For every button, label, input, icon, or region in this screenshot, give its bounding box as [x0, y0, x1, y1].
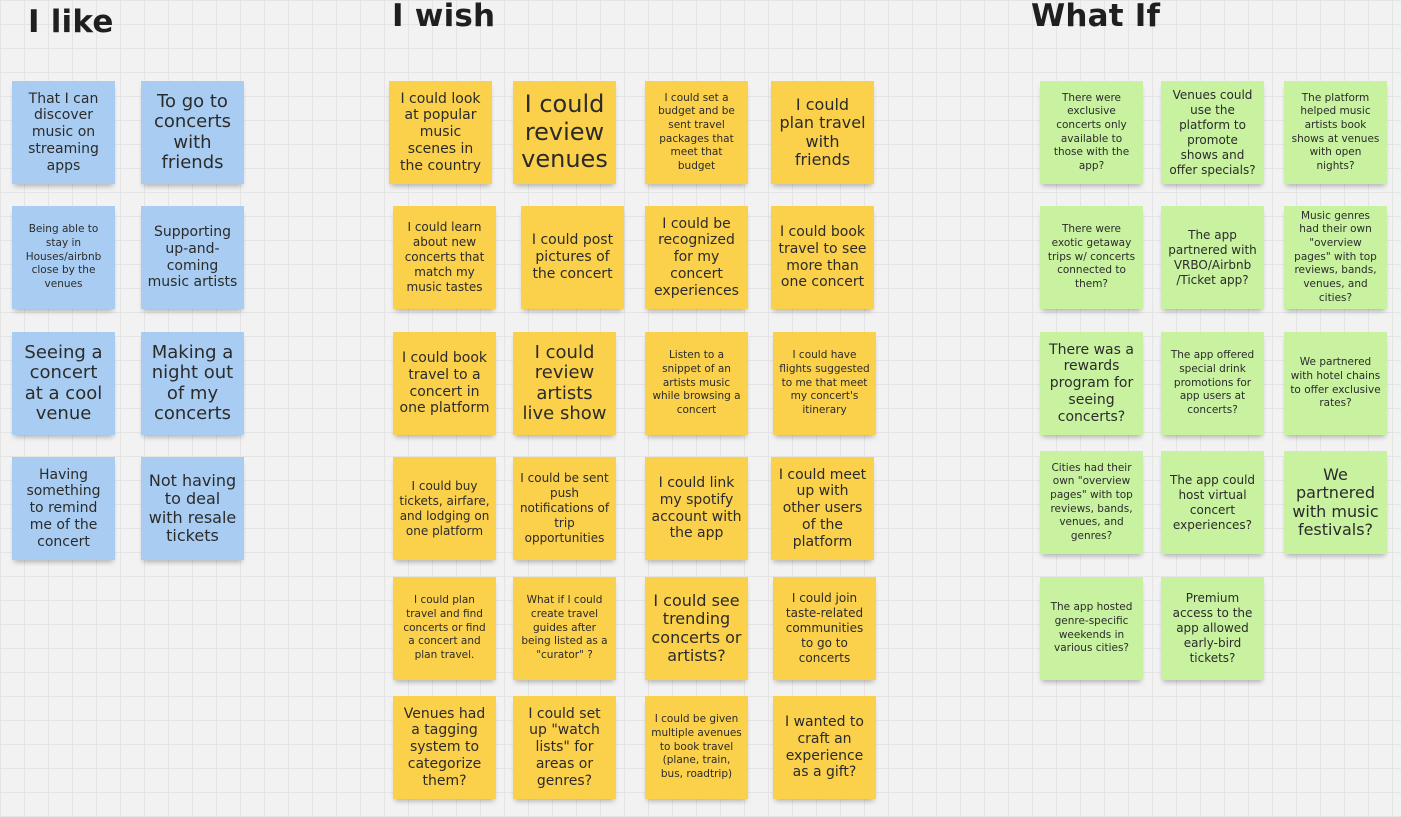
- sticky-note-whatif-3[interactable]: The platform helped music artists book s…: [1284, 81, 1387, 184]
- sticky-note-text: Being able to stay in Houses/airbnb clos…: [25, 223, 102, 290]
- sticky-note-wish-4[interactable]: I could plan travel with friends: [771, 81, 874, 184]
- sticky-note-text: The app offered special drink promotions…: [1170, 349, 1255, 416]
- sticky-note-text: I could look at popular music scenes in …: [400, 90, 481, 174]
- sticky-note-text: Venues could use the platform to promote…: [1169, 87, 1256, 177]
- sticky-note-text: There were exotic getaway trips w/ conce…: [1047, 223, 1136, 290]
- sticky-note-text: I could see trending concerts or artists…: [651, 590, 742, 665]
- sticky-note-wish-3[interactable]: I could set a budget and be sent travel …: [645, 81, 748, 184]
- sticky-note-text: I could have flights suggested to me tha…: [779, 349, 870, 416]
- sticky-note-text: I could review venues: [521, 90, 608, 174]
- sticky-note-text: The app partnered with VRBO/Airbnb /Tick…: [1168, 227, 1257, 287]
- section-title-what-if: What If: [1031, 0, 1161, 34]
- sticky-note-whatif-13[interactable]: The app hosted genre-specific weekends i…: [1040, 577, 1143, 680]
- sticky-note-whatif-1[interactable]: There were exclusive concerts only avail…: [1040, 81, 1143, 184]
- sticky-note-text: I could link my spotify account with the…: [651, 474, 742, 542]
- sticky-note-text: I could join taste-related communities t…: [785, 591, 864, 665]
- sticky-note-text: Seeing a concert at a cool venue: [24, 342, 103, 424]
- sticky-note-wish-7[interactable]: I could be recognized for my concert exp…: [645, 206, 748, 309]
- sticky-note-wish-12[interactable]: I could have flights suggested to me tha…: [773, 332, 876, 435]
- sticky-note-whatif-7[interactable]: There was a rewards program for seeing c…: [1040, 332, 1143, 435]
- sticky-note-text: Music genres had their own "overview pag…: [1294, 209, 1377, 304]
- sticky-note-text: We partnered with music festivals?: [1292, 464, 1379, 539]
- sticky-note-like-6[interactable]: Making a night out of my concerts: [141, 332, 244, 435]
- sticky-note-text: I could post pictures of the concert: [531, 232, 614, 282]
- sticky-note-wish-8[interactable]: I could book travel to see more than one…: [771, 206, 874, 309]
- sticky-note-wish-18[interactable]: What if I could create travel guides aft…: [513, 577, 616, 680]
- sticky-note-text: Supporting up-and-coming music artists: [147, 223, 238, 291]
- sticky-note-text: I could book travel to a concert in one …: [399, 349, 490, 417]
- sticky-note-text: Venues had a tagging system to categoriz…: [403, 705, 486, 789]
- sticky-note-whatif-11[interactable]: The app could host virtual concert exper…: [1161, 451, 1264, 554]
- sticky-note-whatif-9[interactable]: We partnered with hotel chains to offer …: [1284, 332, 1387, 435]
- sticky-note-like-2[interactable]: To go to concerts with friends: [141, 81, 244, 184]
- section-title-i-like: I like: [28, 4, 114, 40]
- sticky-note-wish-13[interactable]: I could buy tickets, airfare, and lodgin…: [393, 457, 496, 560]
- sticky-note-wish-14[interactable]: I could be sent push notifications of tr…: [513, 457, 616, 560]
- sticky-note-whatif-12[interactable]: We partnered with music festivals?: [1284, 451, 1387, 554]
- sticky-note-text: I could meet up with other users of the …: [778, 466, 867, 550]
- sticky-note-whatif-4[interactable]: There were exotic getaway trips w/ conce…: [1040, 206, 1143, 309]
- section-title-i-wish: I wish: [392, 0, 496, 34]
- sticky-note-text: There were exclusive concerts only avail…: [1053, 91, 1130, 172]
- sticky-note-wish-5[interactable]: I could learn about new concerts that ma…: [393, 206, 496, 309]
- sticky-note-text: Not having to deal with resale tickets: [148, 470, 237, 545]
- sticky-note-text: Making a night out of my concerts: [151, 342, 234, 424]
- sticky-note-whatif-5[interactable]: The app partnered with VRBO/Airbnb /Tick…: [1161, 206, 1264, 309]
- sticky-note-text: To go to concerts with friends: [153, 91, 232, 173]
- sticky-note-text: The app could host virtual concert exper…: [1169, 472, 1256, 532]
- sticky-note-wish-1[interactable]: I could look at popular music scenes in …: [389, 81, 492, 184]
- sticky-note-wish-21[interactable]: Venues had a tagging system to categoriz…: [393, 696, 496, 799]
- sticky-note-text: I could plan travel with friends: [779, 94, 866, 169]
- sticky-note-text: The app hosted genre-specific weekends i…: [1050, 601, 1133, 655]
- sticky-note-like-5[interactable]: Seeing a concert at a cool venue: [12, 332, 115, 435]
- sticky-note-wish-6[interactable]: I could post pictures of the concert: [521, 206, 624, 309]
- sticky-note-wish-2[interactable]: I could review venues: [513, 81, 616, 184]
- sticky-note-like-4[interactable]: Supporting up-and-coming music artists: [141, 206, 244, 309]
- sticky-note-text: The platform helped music artists book s…: [1291, 91, 1380, 172]
- sticky-note-text: Cities had their own "overview pages" wi…: [1050, 461, 1133, 542]
- sticky-note-text: I could set a budget and be sent travel …: [658, 91, 735, 172]
- sticky-note-wish-9[interactable]: I could book travel to a concert in one …: [393, 332, 496, 435]
- sticky-note-wish-20[interactable]: I could join taste-related communities t…: [773, 577, 876, 680]
- sticky-note-text: Premium access to the app allowed early-…: [1172, 591, 1253, 665]
- sticky-note-wish-22[interactable]: I could set up "watch lists" for areas o…: [513, 696, 616, 799]
- sticky-note-text: I wanted to craft an experience as a gif…: [785, 713, 864, 781]
- sticky-note-text: I could learn about new concerts that ma…: [404, 220, 485, 294]
- sticky-note-wish-17[interactable]: I could plan travel and find concerts or…: [393, 577, 496, 680]
- sticky-note-text: That I can discover music on streaming a…: [28, 90, 99, 174]
- sticky-note-text: I could plan travel and find concerts or…: [403, 594, 486, 661]
- sticky-note-text: I could review artists live show: [522, 342, 607, 424]
- sticky-note-like-7[interactable]: Having something to remind me of the con…: [12, 457, 115, 560]
- sticky-note-wish-11[interactable]: Listen to a snippet of an artists music …: [645, 332, 748, 435]
- sticky-note-text: I could be given multiple avenues to boo…: [651, 713, 742, 780]
- sticky-note-text: We partnered with hotel chains to offer …: [1290, 356, 1381, 410]
- sticky-note-wish-15[interactable]: I could link my spotify account with the…: [645, 457, 748, 560]
- sticky-note-wish-10[interactable]: I could review artists live show: [513, 332, 616, 435]
- sticky-note-wish-16[interactable]: I could meet up with other users of the …: [771, 457, 874, 560]
- sticky-note-text: I could be recognized for my concert exp…: [654, 215, 739, 299]
- sticky-note-text: Listen to a snippet of an artists music …: [652, 349, 741, 416]
- sticky-note-like-3[interactable]: Being able to stay in Houses/airbnb clos…: [12, 206, 115, 309]
- sticky-note-text: There was a rewards program for seeing c…: [1049, 341, 1134, 425]
- sticky-note-whatif-2[interactable]: Venues could use the platform to promote…: [1161, 81, 1264, 184]
- sticky-note-whatif-14[interactable]: Premium access to the app allowed early-…: [1161, 577, 1264, 680]
- sticky-note-wish-23[interactable]: I could be given multiple avenues to boo…: [645, 696, 748, 799]
- sticky-note-wish-19[interactable]: I could see trending concerts or artists…: [645, 577, 748, 680]
- sticky-note-text: I could be sent push notifications of tr…: [519, 471, 610, 545]
- sticky-note-whatif-10[interactable]: Cities had their own "overview pages" wi…: [1040, 451, 1143, 554]
- sticky-note-like-8[interactable]: Not having to deal with resale tickets: [141, 457, 244, 560]
- sticky-note-text: I could set up "watch lists" for areas o…: [528, 705, 601, 789]
- sticky-note-text: What if I could create travel guides aft…: [521, 594, 608, 661]
- sticky-note-like-1[interactable]: That I can discover music on streaming a…: [12, 81, 115, 184]
- sticky-note-text: Having something to remind me of the con…: [26, 466, 101, 550]
- sticky-note-whatif-6[interactable]: Music genres had their own "overview pag…: [1284, 206, 1387, 309]
- sticky-note-text: I could book travel to see more than one…: [778, 223, 867, 291]
- sticky-note-text: I could buy tickets, airfare, and lodgin…: [399, 478, 490, 538]
- sticky-note-whatif-8[interactable]: The app offered special drink promotions…: [1161, 332, 1264, 435]
- sticky-note-wish-24[interactable]: I wanted to craft an experience as a gif…: [773, 696, 876, 799]
